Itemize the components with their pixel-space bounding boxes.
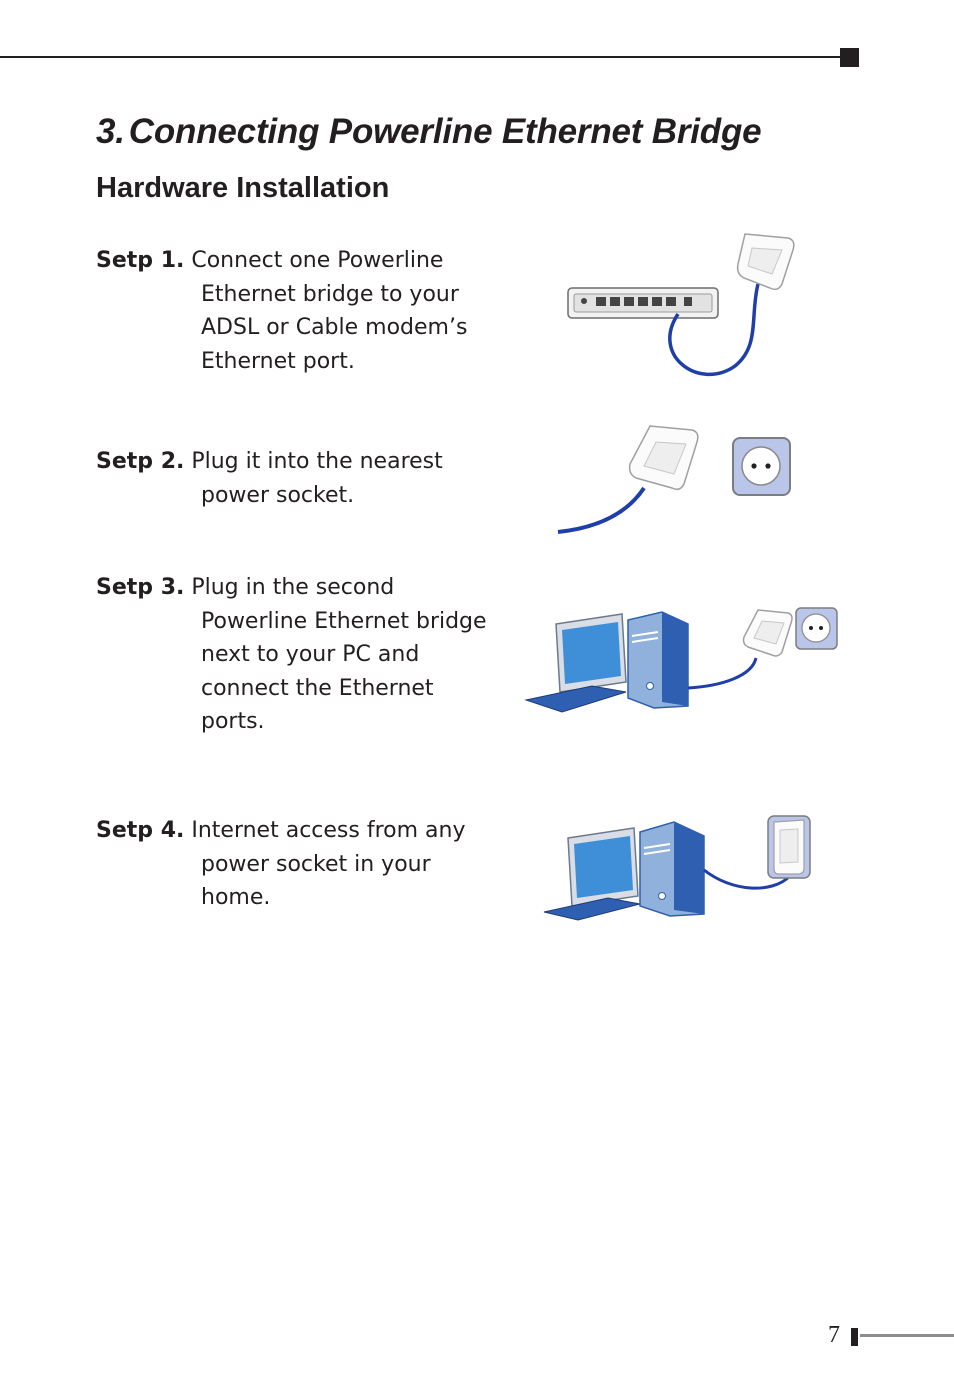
step-2: Setp 2. Plug it into the nearest power s… xyxy=(96,445,516,512)
step-3-first-line: Plug in the second xyxy=(191,575,395,600)
step-1-line: Ethernet bridge to your xyxy=(201,281,459,307)
step-1-first-line: Connect one Powerline xyxy=(191,248,444,273)
footer-rule xyxy=(860,1334,954,1337)
step-3-label: Setp 3. xyxy=(96,575,185,600)
step-1-line: ADSL or Cable modem’s xyxy=(201,315,468,341)
pc-bridge-plugged-icon xyxy=(543,815,811,921)
pc-bridge-socket-icon xyxy=(524,607,838,713)
chapter-title-text: Connecting Powerline Ethernet Bridge xyxy=(128,112,762,151)
step-2-label: Setp 2. xyxy=(96,449,185,474)
bridge-and-socket-icon xyxy=(557,425,791,534)
step-1-label: Setp 1. xyxy=(96,248,185,273)
powerline-bridge-icon xyxy=(736,233,795,291)
pc-monitor-icon xyxy=(524,613,627,713)
pc-monitor-icon xyxy=(543,827,641,921)
step-1-line: Ethernet port. xyxy=(201,348,355,374)
section-title: Hardware Installation xyxy=(96,172,390,204)
header-square-marker xyxy=(840,48,859,67)
page-number: 7 xyxy=(828,1322,840,1348)
powerline-bridge-icon xyxy=(628,425,699,491)
modem-icon xyxy=(567,287,719,319)
powerline-bridge-icon xyxy=(767,815,811,879)
chapter-title: 3.Connecting Powerline Ethernet Bridge xyxy=(96,112,762,152)
header-rule xyxy=(0,56,842,58)
chapter-number: 3. xyxy=(96,112,125,151)
step-4-label: Setp 4. xyxy=(96,818,185,843)
step-3-line: ports. xyxy=(201,709,265,735)
footer-bar-marker xyxy=(851,1328,858,1346)
power-socket-icon xyxy=(732,437,791,496)
step-1: Setp 1. Connect one Powerline Ethernet b… xyxy=(96,244,516,378)
modem-to-bridge-icon xyxy=(567,233,795,377)
pc-tower-icon xyxy=(627,611,689,709)
step-3-line: connect the Ethernet xyxy=(201,675,434,701)
step-4-first-line: Internet access from any xyxy=(191,818,466,843)
step-3-line: next to your PC and xyxy=(201,642,420,668)
step-4-line: power socket in your xyxy=(201,851,431,877)
power-socket-icon xyxy=(795,607,838,650)
powerline-bridge-icon xyxy=(742,609,793,657)
step-3-line: Powerline Ethernet bridge xyxy=(201,608,487,634)
step-4-line: home. xyxy=(201,885,271,911)
step-2-line: power socket. xyxy=(201,482,355,508)
step-2-first-line: Plug it into the nearest xyxy=(191,449,443,474)
pc-tower-icon xyxy=(639,821,705,917)
step-4: Setp 4. Internet access from any power s… xyxy=(96,814,516,915)
step-3: Setp 3. Plug in the second Powerline Eth… xyxy=(96,571,516,739)
